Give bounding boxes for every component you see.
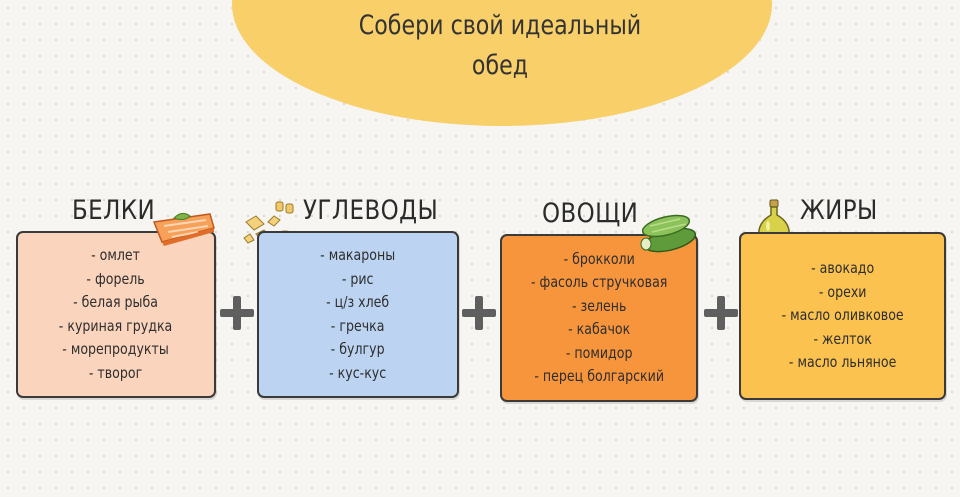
title-line-2: обед: [471, 50, 529, 81]
page-title: Собери свой идеальный обед: [336, 6, 664, 86]
list-item: - куриная грудка: [59, 316, 173, 335]
list-item: - морепродукты: [62, 340, 170, 358]
heading-proteins: БЕЛКИ: [72, 195, 156, 226]
list-item: - масло оливковое: [781, 306, 904, 325]
list-item: - кус-кус: [329, 363, 387, 382]
list-item: - масло льняное: [788, 353, 897, 372]
list-item: - зелень: [571, 296, 627, 315]
list-proteins: - омлет - форель - белая рыба - куриная …: [48, 244, 183, 385]
list-fats: - авокадо - орехи - масло оливковое - же…: [770, 257, 915, 375]
list-item: - макароны: [320, 246, 396, 264]
plus-sign: [462, 296, 496, 330]
list-item: - перец болгарский: [534, 367, 664, 385]
list-item: - белая рыба: [73, 293, 159, 311]
card-proteins: - омлет - форель - белая рыба - куриная …: [16, 231, 216, 398]
card-vegetables: - брокколи - фасоль стручковая - зелень …: [500, 234, 698, 402]
list-item: - орехи: [818, 282, 867, 301]
list-carbs: - макароны - рис - ц/з хлеб - гречка - б…: [313, 244, 402, 385]
list-vegetables: - брокколи - фасоль стручковая - зелень …: [518, 248, 680, 389]
list-item: - брокколи: [563, 249, 635, 268]
card-carbs: - макароны - рис - ц/з хлеб - гречка - б…: [257, 231, 459, 398]
list-item: - булгур: [331, 340, 385, 358]
card-fats: - авокадо - орехи - масло оливковое - же…: [739, 232, 946, 400]
heading-vegetables: ОВОЩИ: [542, 198, 639, 229]
list-item: - авокадо: [810, 259, 875, 278]
list-item: - ц/з хлеб: [326, 293, 390, 311]
salmon-icon: [152, 212, 215, 246]
title-line-1: Собери свой идеальный: [358, 10, 642, 41]
list-item: - кабачок: [567, 320, 631, 338]
list-item: - фасоль стручковая: [530, 273, 668, 291]
list-item: - творог: [89, 363, 143, 382]
list-item: - омлет: [91, 246, 141, 264]
list-item: - помидор: [565, 343, 633, 362]
zucchini-icon: [640, 214, 697, 253]
list-item: - желток: [813, 329, 872, 348]
heading-carbs: УГЛЕВОДЫ: [303, 195, 439, 226]
list-item: - форель: [86, 269, 146, 288]
list-item: - гречка: [331, 316, 385, 335]
plus-sign: [220, 296, 254, 330]
list-item: - рис: [342, 269, 374, 288]
heading-fats: ЖИРЫ: [800, 195, 878, 226]
plus-sign: [704, 296, 738, 330]
